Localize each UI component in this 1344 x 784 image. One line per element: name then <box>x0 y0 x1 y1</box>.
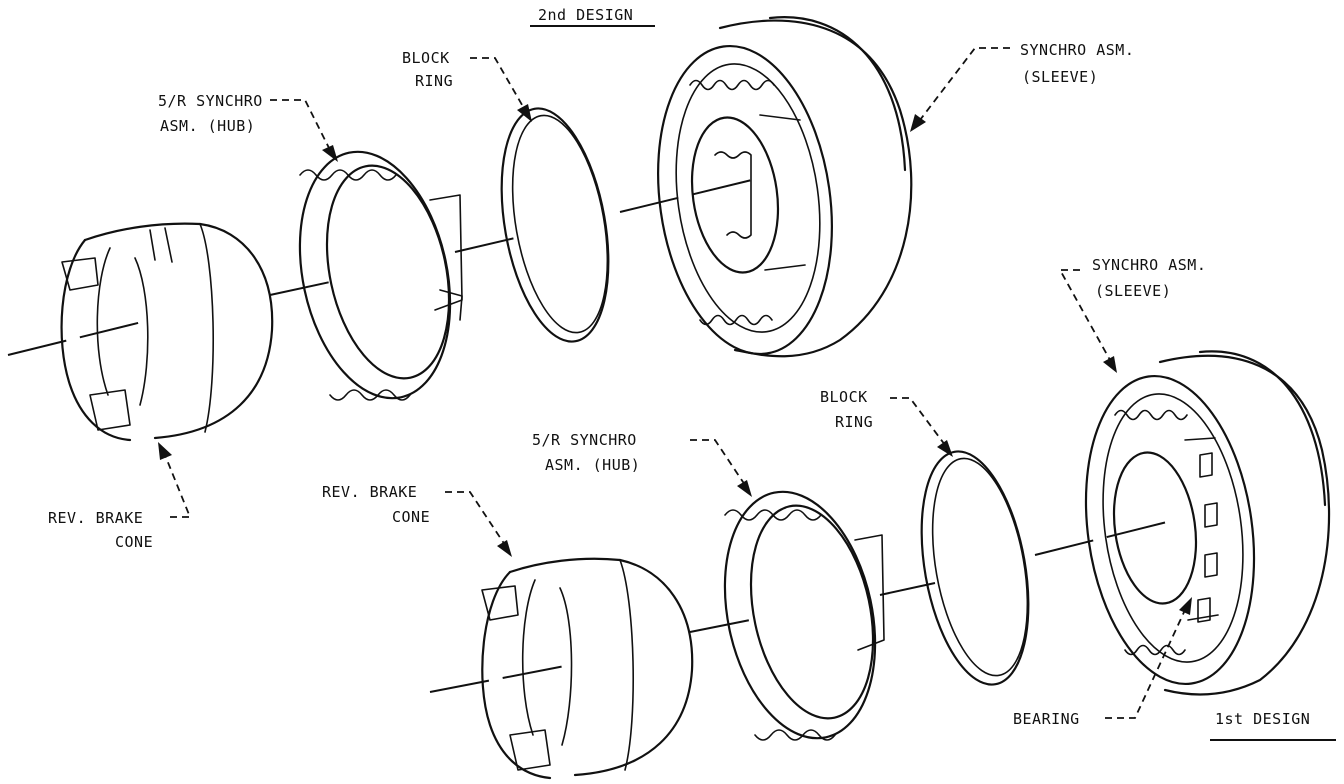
label-synchro-sleeve-bottom-line1: SYNCHRO ASM. <box>1092 256 1206 274</box>
top-center-axis <box>7 177 761 356</box>
top-assembly <box>7 16 913 442</box>
label-brake-cone-top-line1: REV. BRAKE <box>48 509 143 527</box>
label-brake-cone-bottom-line1: REV. BRAKE <box>322 483 417 501</box>
labels: 2nd DESIGN BLOCK RING SYNCHRO ASM. (SLEE… <box>48 6 1336 741</box>
bottom-rev-brake-cone <box>481 557 694 780</box>
label-block-ring-top-line2: RING <box>415 72 453 90</box>
label-bearing: BEARING <box>1013 710 1080 728</box>
label-2nd-design: 2nd DESIGN <box>538 6 633 24</box>
top-synchro-sleeve <box>657 16 913 358</box>
top-synchro-hub <box>298 150 463 401</box>
top-block-ring <box>500 107 610 343</box>
label-block-ring-bottom-line2: RING <box>835 413 873 431</box>
label-1st-design: 1st DESIGN <box>1215 710 1310 728</box>
label-synchro-sleeve-top-line1: SYNCHRO ASM. <box>1020 41 1134 59</box>
bottom-block-ring <box>920 450 1030 686</box>
label-hub-top-line1: 5/R SYNCHRO <box>158 92 263 110</box>
label-block-ring-top-line1: BLOCK <box>402 49 450 67</box>
top-rev-brake-cone <box>60 222 274 442</box>
label-synchro-sleeve-top-line2: (SLEEVE) <box>1022 68 1098 86</box>
label-hub-bottom-line2: ASM. (HUB) <box>545 456 640 474</box>
bottom-center-axis <box>429 519 1176 693</box>
label-block-ring-bottom-line1: BLOCK <box>820 388 868 406</box>
label-hub-top-line2: ASM. (HUB) <box>160 117 255 135</box>
bottom-synchro-sleeve <box>1084 350 1331 696</box>
bottom-synchro-hub <box>723 490 885 741</box>
bottom-assembly <box>429 350 1331 780</box>
label-brake-cone-top-line2: CONE <box>115 533 153 551</box>
label-hub-bottom-line1: 5/R SYNCHRO <box>532 431 637 449</box>
label-synchro-sleeve-bottom-line2: (SLEEVE) <box>1095 282 1171 300</box>
label-brake-cone-bottom-line2: CONE <box>392 508 430 526</box>
leader-lines <box>158 47 1192 719</box>
